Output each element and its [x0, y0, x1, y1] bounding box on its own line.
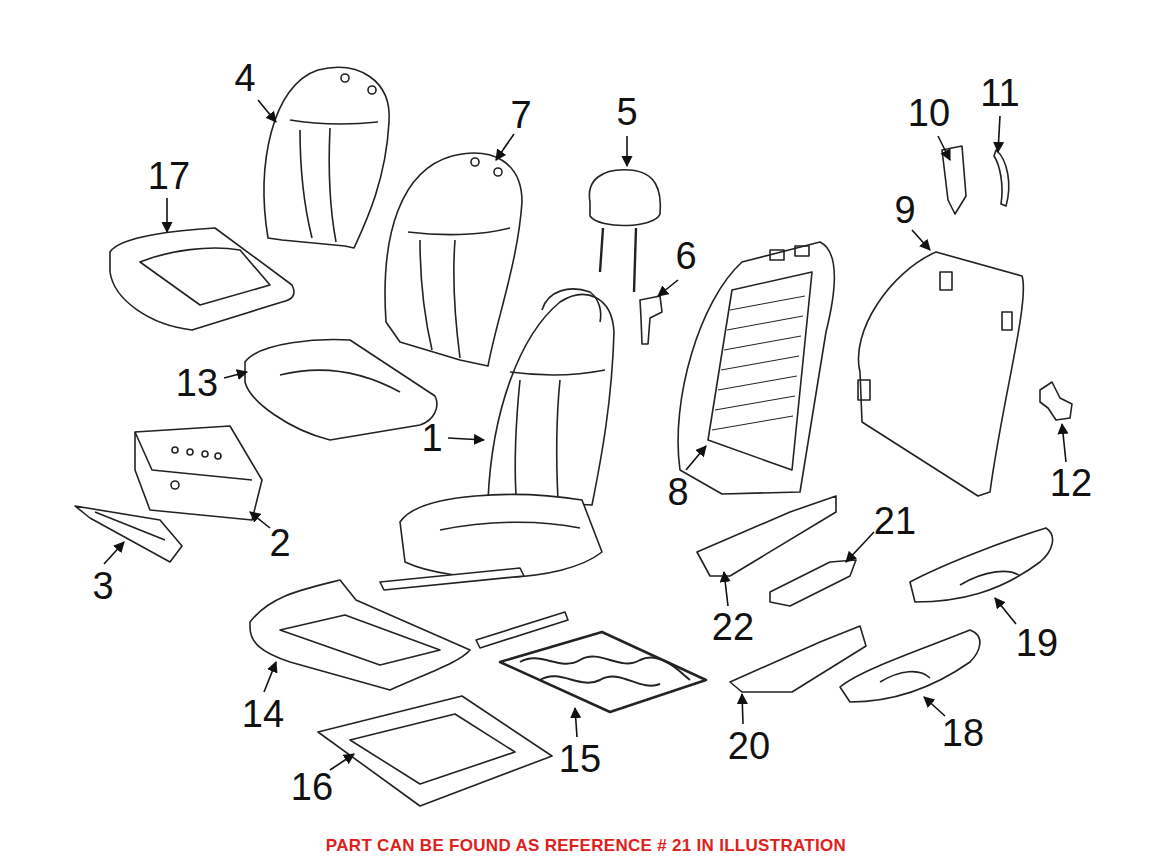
caption: PART CAN BE FOUND AS REFERENCE # 21 IN I… [326, 836, 846, 856]
callout-number: 12 [1050, 464, 1092, 502]
callout-number: 22 [712, 608, 754, 646]
callout-number: 5 [616, 93, 637, 131]
callout-number: 2 [269, 524, 290, 562]
callout-number: 10 [908, 94, 950, 132]
callout-number: 18 [942, 714, 984, 752]
callout-number: 8 [667, 473, 688, 511]
callout-number: 19 [1016, 624, 1058, 662]
callout-number: 20 [728, 727, 770, 765]
callout-number: 14 [242, 695, 284, 733]
callout-number: 6 [675, 237, 696, 275]
callout-number: 4 [234, 59, 255, 97]
callout-number: 17 [148, 157, 190, 195]
callout-number: 21 [874, 502, 916, 540]
callout-number: 9 [894, 191, 915, 229]
callout-number: 3 [92, 567, 113, 605]
callout-number: 15 [559, 740, 601, 778]
callout-number: 16 [291, 768, 333, 806]
callout-number: 7 [510, 96, 531, 134]
callout-number: 11 [980, 74, 1019, 112]
callout-number: 1 [421, 419, 442, 457]
callout-number: 13 [176, 364, 218, 402]
